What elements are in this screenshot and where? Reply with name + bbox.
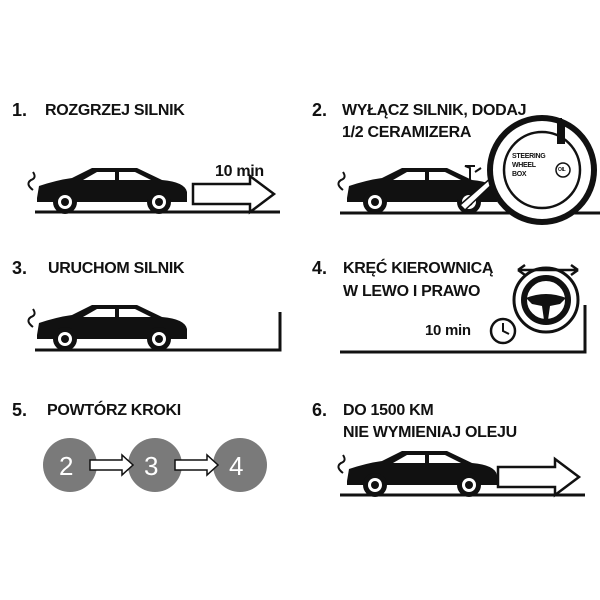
step1-duration: 10 min <box>215 163 264 180</box>
right-arrow-icon <box>174 453 220 477</box>
left-right-arrow-icon <box>517 263 579 277</box>
step4-label-line1: KRĘĆ KIEROWNICĄ <box>343 260 494 277</box>
step4-number: 4. <box>312 258 328 278</box>
steering-wheel-icon <box>512 266 580 334</box>
step6-number: 6. <box>312 400 328 420</box>
step3-car-icon <box>27 304 188 352</box>
oil-label: OIL <box>558 167 566 173</box>
step2-number: 2. <box>312 100 328 120</box>
clock-icon <box>489 317 517 345</box>
right-arrow-icon <box>89 453 135 477</box>
step4-duration: 10 min <box>425 322 471 339</box>
step3-number: 3. <box>12 258 28 278</box>
step5-label: POWTÓRZ KROKI <box>47 402 181 419</box>
step1-car-icon <box>27 167 188 215</box>
sequence-3: 3 <box>144 451 159 481</box>
step-circle <box>43 438 97 492</box>
step2-label-line2: 1/2 CERAMIZERA <box>342 124 472 141</box>
step-circle <box>128 438 182 492</box>
step6-label-line1: DO 1500 KM <box>343 402 434 419</box>
step1-number: 1. <box>12 100 28 120</box>
step6-label-line2: NIE WYMIENIAJ OLEJU <box>343 424 517 441</box>
step3-label: URUCHOM SILNIK <box>48 260 185 277</box>
step5-number: 5. <box>12 400 28 420</box>
step4-label-line2: W LEWO I PRAWO <box>343 283 481 300</box>
sequence-2: 2 <box>59 451 74 481</box>
sequence-4: 4 <box>229 451 244 481</box>
right-arrow-icon <box>496 456 582 498</box>
step1-label: ROZGRZEJ SILNIK <box>45 102 185 119</box>
step-circle <box>213 438 267 492</box>
right-arrow-icon <box>191 173 277 215</box>
steering-wheel-box-icon <box>487 115 597 225</box>
step6-car-icon <box>337 450 498 498</box>
oil-bottle-icon <box>464 165 482 180</box>
step2-label-line1: WYŁĄCZ SILNIK, DODAJ <box>342 102 527 119</box>
step2-car-icon <box>337 167 498 215</box>
